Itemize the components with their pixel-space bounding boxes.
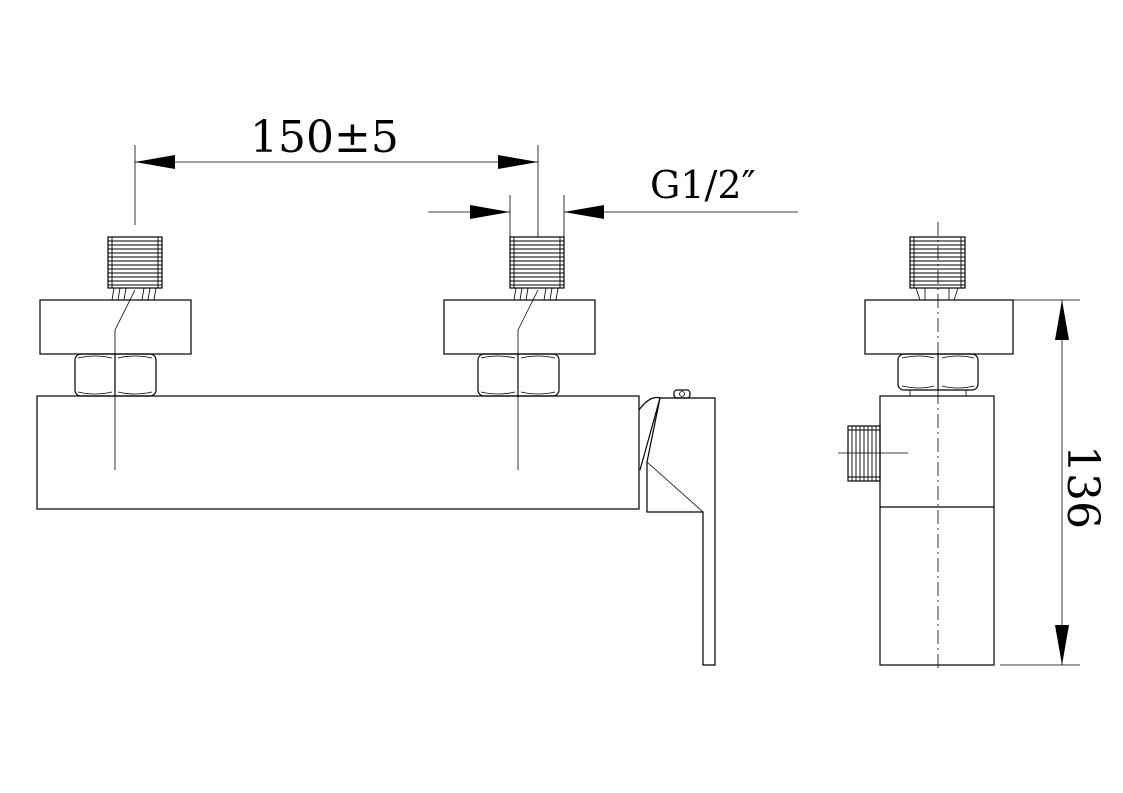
thread-dimension: G1/2″: [428, 163, 798, 237]
left-thread: [107, 236, 163, 301]
right-nut: [477, 353, 560, 397]
thread-label: G1/2″: [650, 163, 756, 207]
left-nut: [74, 353, 157, 397]
spacing-label: 150±5: [250, 112, 399, 163]
left-inlet: [39, 236, 192, 470]
left-escutcheon: [39, 299, 192, 355]
side-escutcheon: [864, 299, 1014, 355]
spacing-dimension: 150±5: [134, 112, 539, 237]
height-dimension: 136: [1000, 299, 1108, 666]
side-outlet-thread: [838, 425, 908, 482]
side-body: [879, 395, 995, 666]
lever-handle: [638, 389, 716, 666]
mixer-body: [36, 395, 640, 510]
right-inlet: [443, 236, 596, 470]
right-thread: [509, 236, 565, 301]
front-view: 150±5 G1/2″: [36, 112, 798, 666]
side-view: 136: [838, 222, 1108, 670]
height-label: 136: [1057, 445, 1108, 529]
side-thread: [909, 236, 966, 301]
